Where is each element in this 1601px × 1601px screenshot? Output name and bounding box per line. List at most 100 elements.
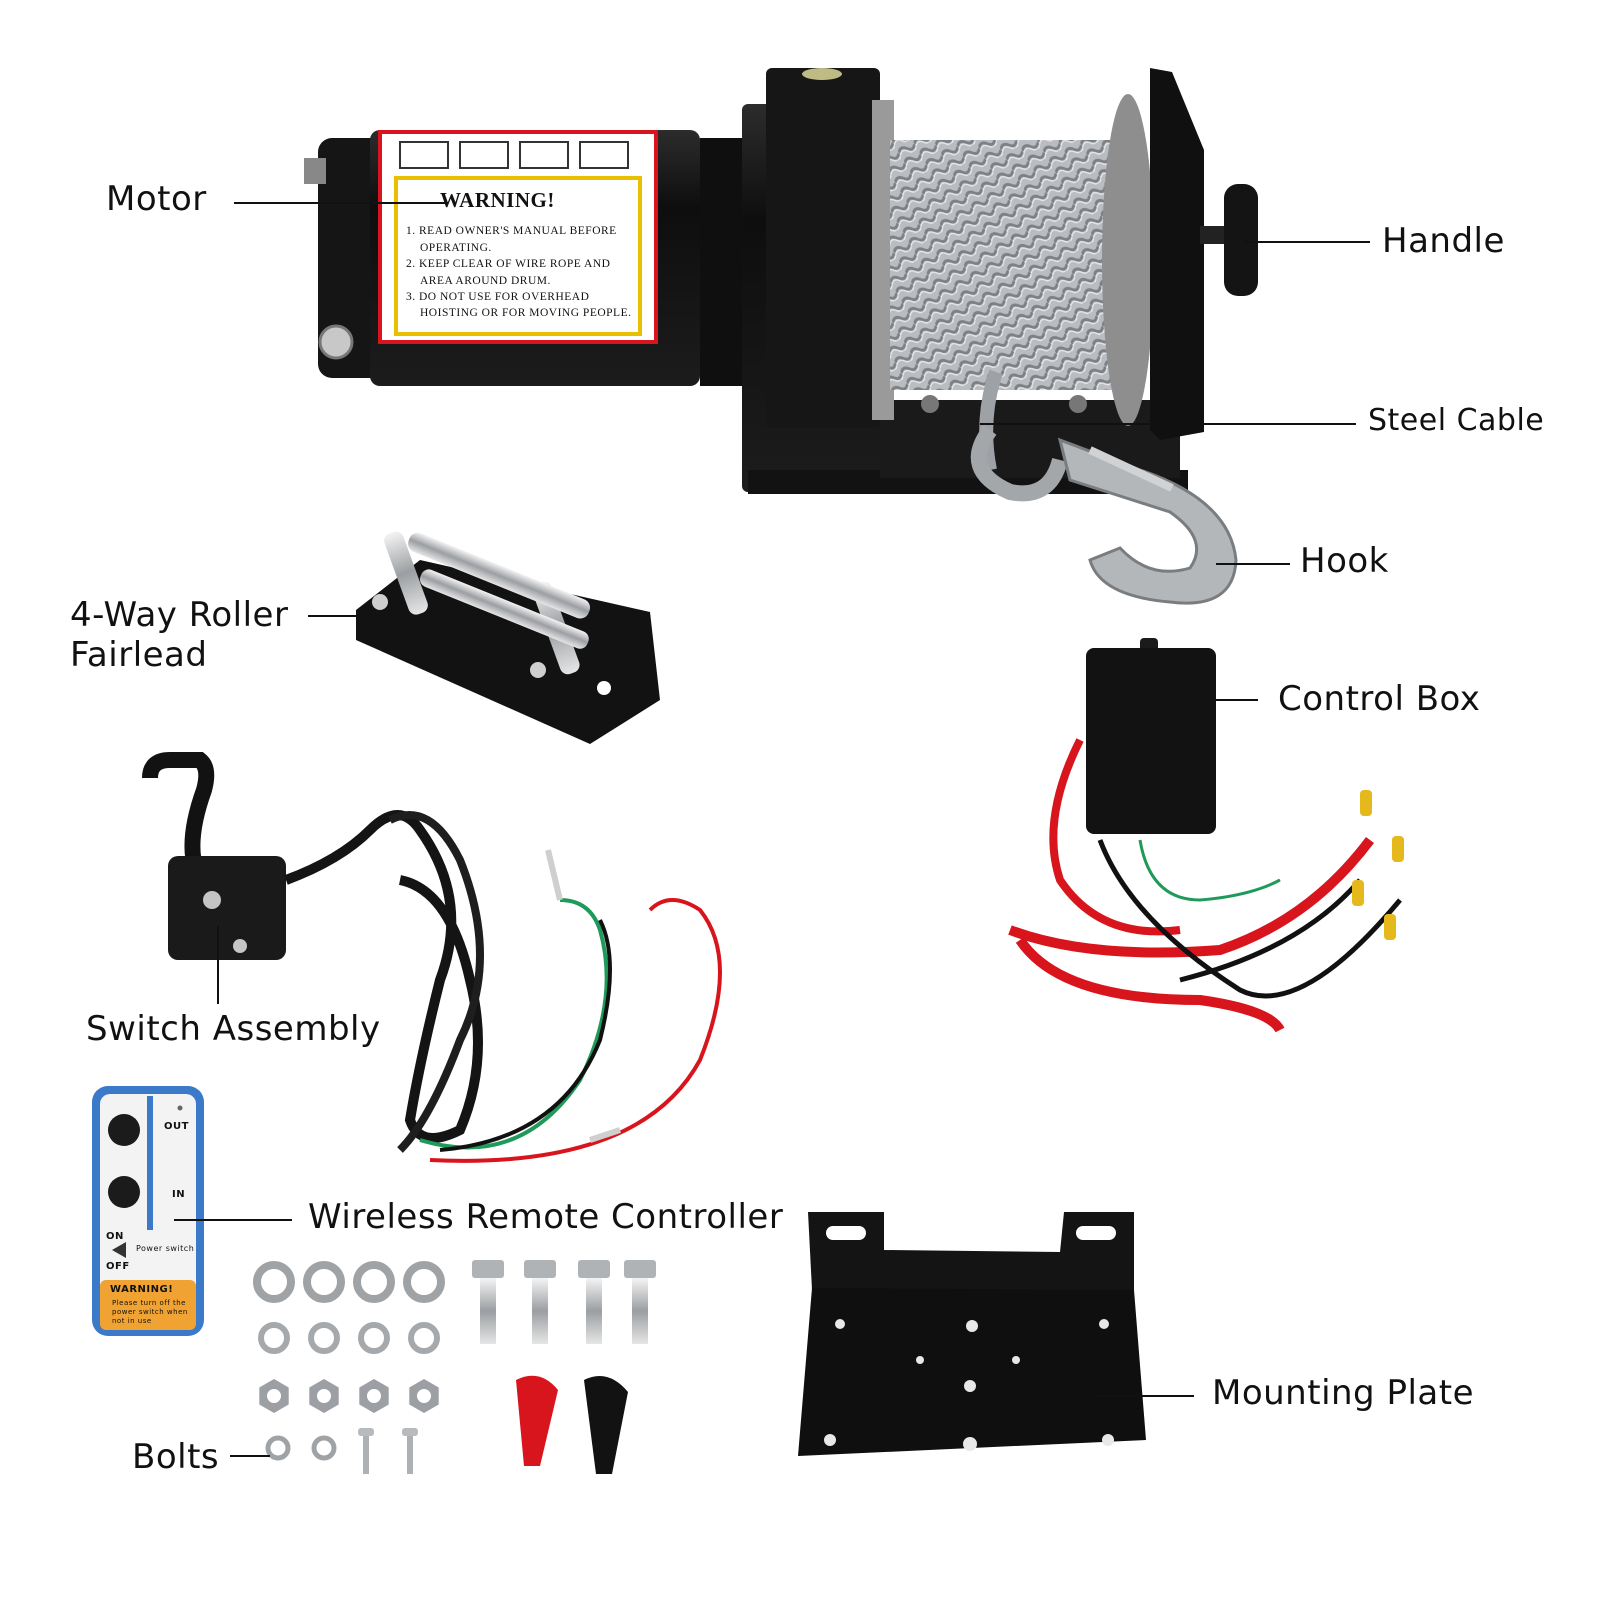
mounting-plate-upright	[808, 1212, 1134, 1290]
handle-knob	[1224, 184, 1258, 296]
label-motor: Motor	[106, 179, 207, 219]
hook-latch	[1088, 446, 1174, 492]
remote-on-label: ON	[106, 1231, 124, 1242]
sticker-pictogram	[579, 141, 629, 169]
switch-housing	[168, 856, 286, 960]
red-terminal-cap	[516, 1375, 558, 1466]
hex-bolt-head	[578, 1260, 610, 1278]
hex-bolt-head	[472, 1260, 504, 1278]
small-screw-head	[402, 1428, 418, 1436]
rail-bolt	[1069, 395, 1087, 413]
large-washer	[403, 1261, 445, 1303]
black-wire	[439, 919, 612, 1152]
hex-bolt-head	[624, 1260, 656, 1278]
hex-bolt-shank	[532, 1278, 548, 1344]
switch-assembly-illustration	[142, 752, 722, 1163]
sticker-pictogram	[519, 141, 569, 169]
handlebar-clamp	[142, 752, 215, 873]
remote-warning-line: Please turn off the	[112, 1299, 186, 1307]
fairlead-horizontal-roller	[419, 569, 589, 649]
lock-washer	[308, 1322, 340, 1354]
remote-power-switch-label: Power switch	[136, 1244, 195, 1253]
hex-nut-hole	[267, 1389, 281, 1403]
gearbox-top	[766, 68, 880, 428]
lock-washer	[358, 1322, 390, 1354]
sticker-line: AREA AROUND DRUM.	[420, 275, 551, 287]
remote-warning-line: not in use	[112, 1317, 152, 1325]
cable-tail	[979, 369, 1003, 472]
lock-washer	[258, 1322, 290, 1354]
fairlead-horizontal-roller	[408, 532, 591, 619]
label-bolts: Bolts	[132, 1437, 220, 1477]
control-box-body	[1086, 648, 1216, 834]
green-wire	[419, 898, 609, 1150]
ring-terminal	[1352, 880, 1364, 906]
small-screw-head	[358, 1428, 374, 1436]
switch-screw	[233, 939, 247, 953]
hex-bolt-head	[524, 1260, 556, 1278]
hex-nut-hole	[367, 1389, 381, 1403]
rail-bolt	[921, 395, 939, 413]
large-washer	[253, 1261, 295, 1303]
motor-terminal-top	[304, 158, 326, 184]
remote-warning-panel	[100, 1280, 196, 1330]
sticker-line: HOISTING OR FOR MOVING PEOPLE.	[420, 307, 632, 319]
wireless-remote-illustration	[92, 1086, 204, 1336]
label-steel-cable: Steel Cable	[1368, 403, 1545, 438]
fairlead-vertical-roller	[384, 531, 428, 615]
drum-flange-right	[1102, 94, 1154, 426]
hex-nut-hole	[317, 1389, 331, 1403]
sticker-line: OPERATING.	[420, 242, 492, 254]
switch-screw	[203, 891, 221, 909]
winch	[304, 68, 1258, 605]
power-switch-arrow-icon	[112, 1242, 126, 1258]
motor-terminal-bolt	[318, 324, 354, 360]
switch-cable-coil	[284, 810, 483, 1143]
bolts-illustration	[253, 1260, 656, 1474]
ring-terminal	[1360, 790, 1372, 816]
control-black-wire	[1179, 878, 1362, 983]
sticker-line: 3. DO NOT USE FOR OVERHEAD	[406, 291, 590, 303]
sticker-line: 1. READ OWNER'S MANUAL BEFORE	[406, 225, 617, 237]
control-black-wire	[1097, 839, 1402, 999]
cable-loop	[970, 425, 1068, 502]
glare-spot	[802, 68, 842, 80]
sticker-pictogram	[459, 141, 509, 169]
steel-cable-drum	[890, 140, 1126, 390]
remote-in-button[interactable]	[108, 1176, 140, 1208]
leader-lines	[174, 202, 1370, 1457]
fairlead-hole	[597, 681, 611, 695]
fairlead-bolt	[372, 594, 388, 610]
mounting-holes	[824, 1319, 1114, 1451]
control-box-illustration	[1008, 638, 1404, 1033]
hex-nut-hole	[417, 1389, 431, 1403]
remote-warning-title: WARNING!	[110, 1284, 174, 1295]
mounting-slot	[826, 1226, 866, 1240]
label-fairlead-line2: Fairlead	[70, 635, 208, 675]
label-wireless-remote: Wireless Remote Controller	[308, 1197, 784, 1237]
black-terminal-cap	[584, 1376, 628, 1474]
label-mounting-plate: Mounting Plate	[1212, 1373, 1474, 1413]
remote-out-button[interactable]	[108, 1114, 140, 1146]
hex-bolt-shank	[480, 1278, 496, 1344]
control-green-wire	[1138, 839, 1281, 902]
hex-bolt-shank	[586, 1278, 602, 1344]
remote-off-label: OFF	[106, 1261, 130, 1272]
remote-in-label: IN	[172, 1189, 186, 1200]
label-fairlead-line1: 4-Way Roller	[70, 595, 289, 635]
label-handle: Handle	[1382, 221, 1505, 261]
label-hook: Hook	[1300, 541, 1389, 581]
large-washer	[353, 1261, 395, 1303]
mounting-plate-illustration	[798, 1212, 1146, 1456]
sticker-warning-title: WARNING!	[440, 188, 555, 212]
roller-fairlead	[356, 531, 660, 744]
small-screw-shank	[407, 1436, 413, 1474]
small-screw-shank	[363, 1436, 369, 1474]
remote-out-label: OUT	[164, 1121, 189, 1132]
label-switch-assembly: Switch Assembly	[86, 1009, 381, 1049]
control-red-wire	[1015, 937, 1285, 1033]
drum-flange-left	[872, 100, 894, 420]
mounting-plate-base	[798, 1288, 1146, 1456]
